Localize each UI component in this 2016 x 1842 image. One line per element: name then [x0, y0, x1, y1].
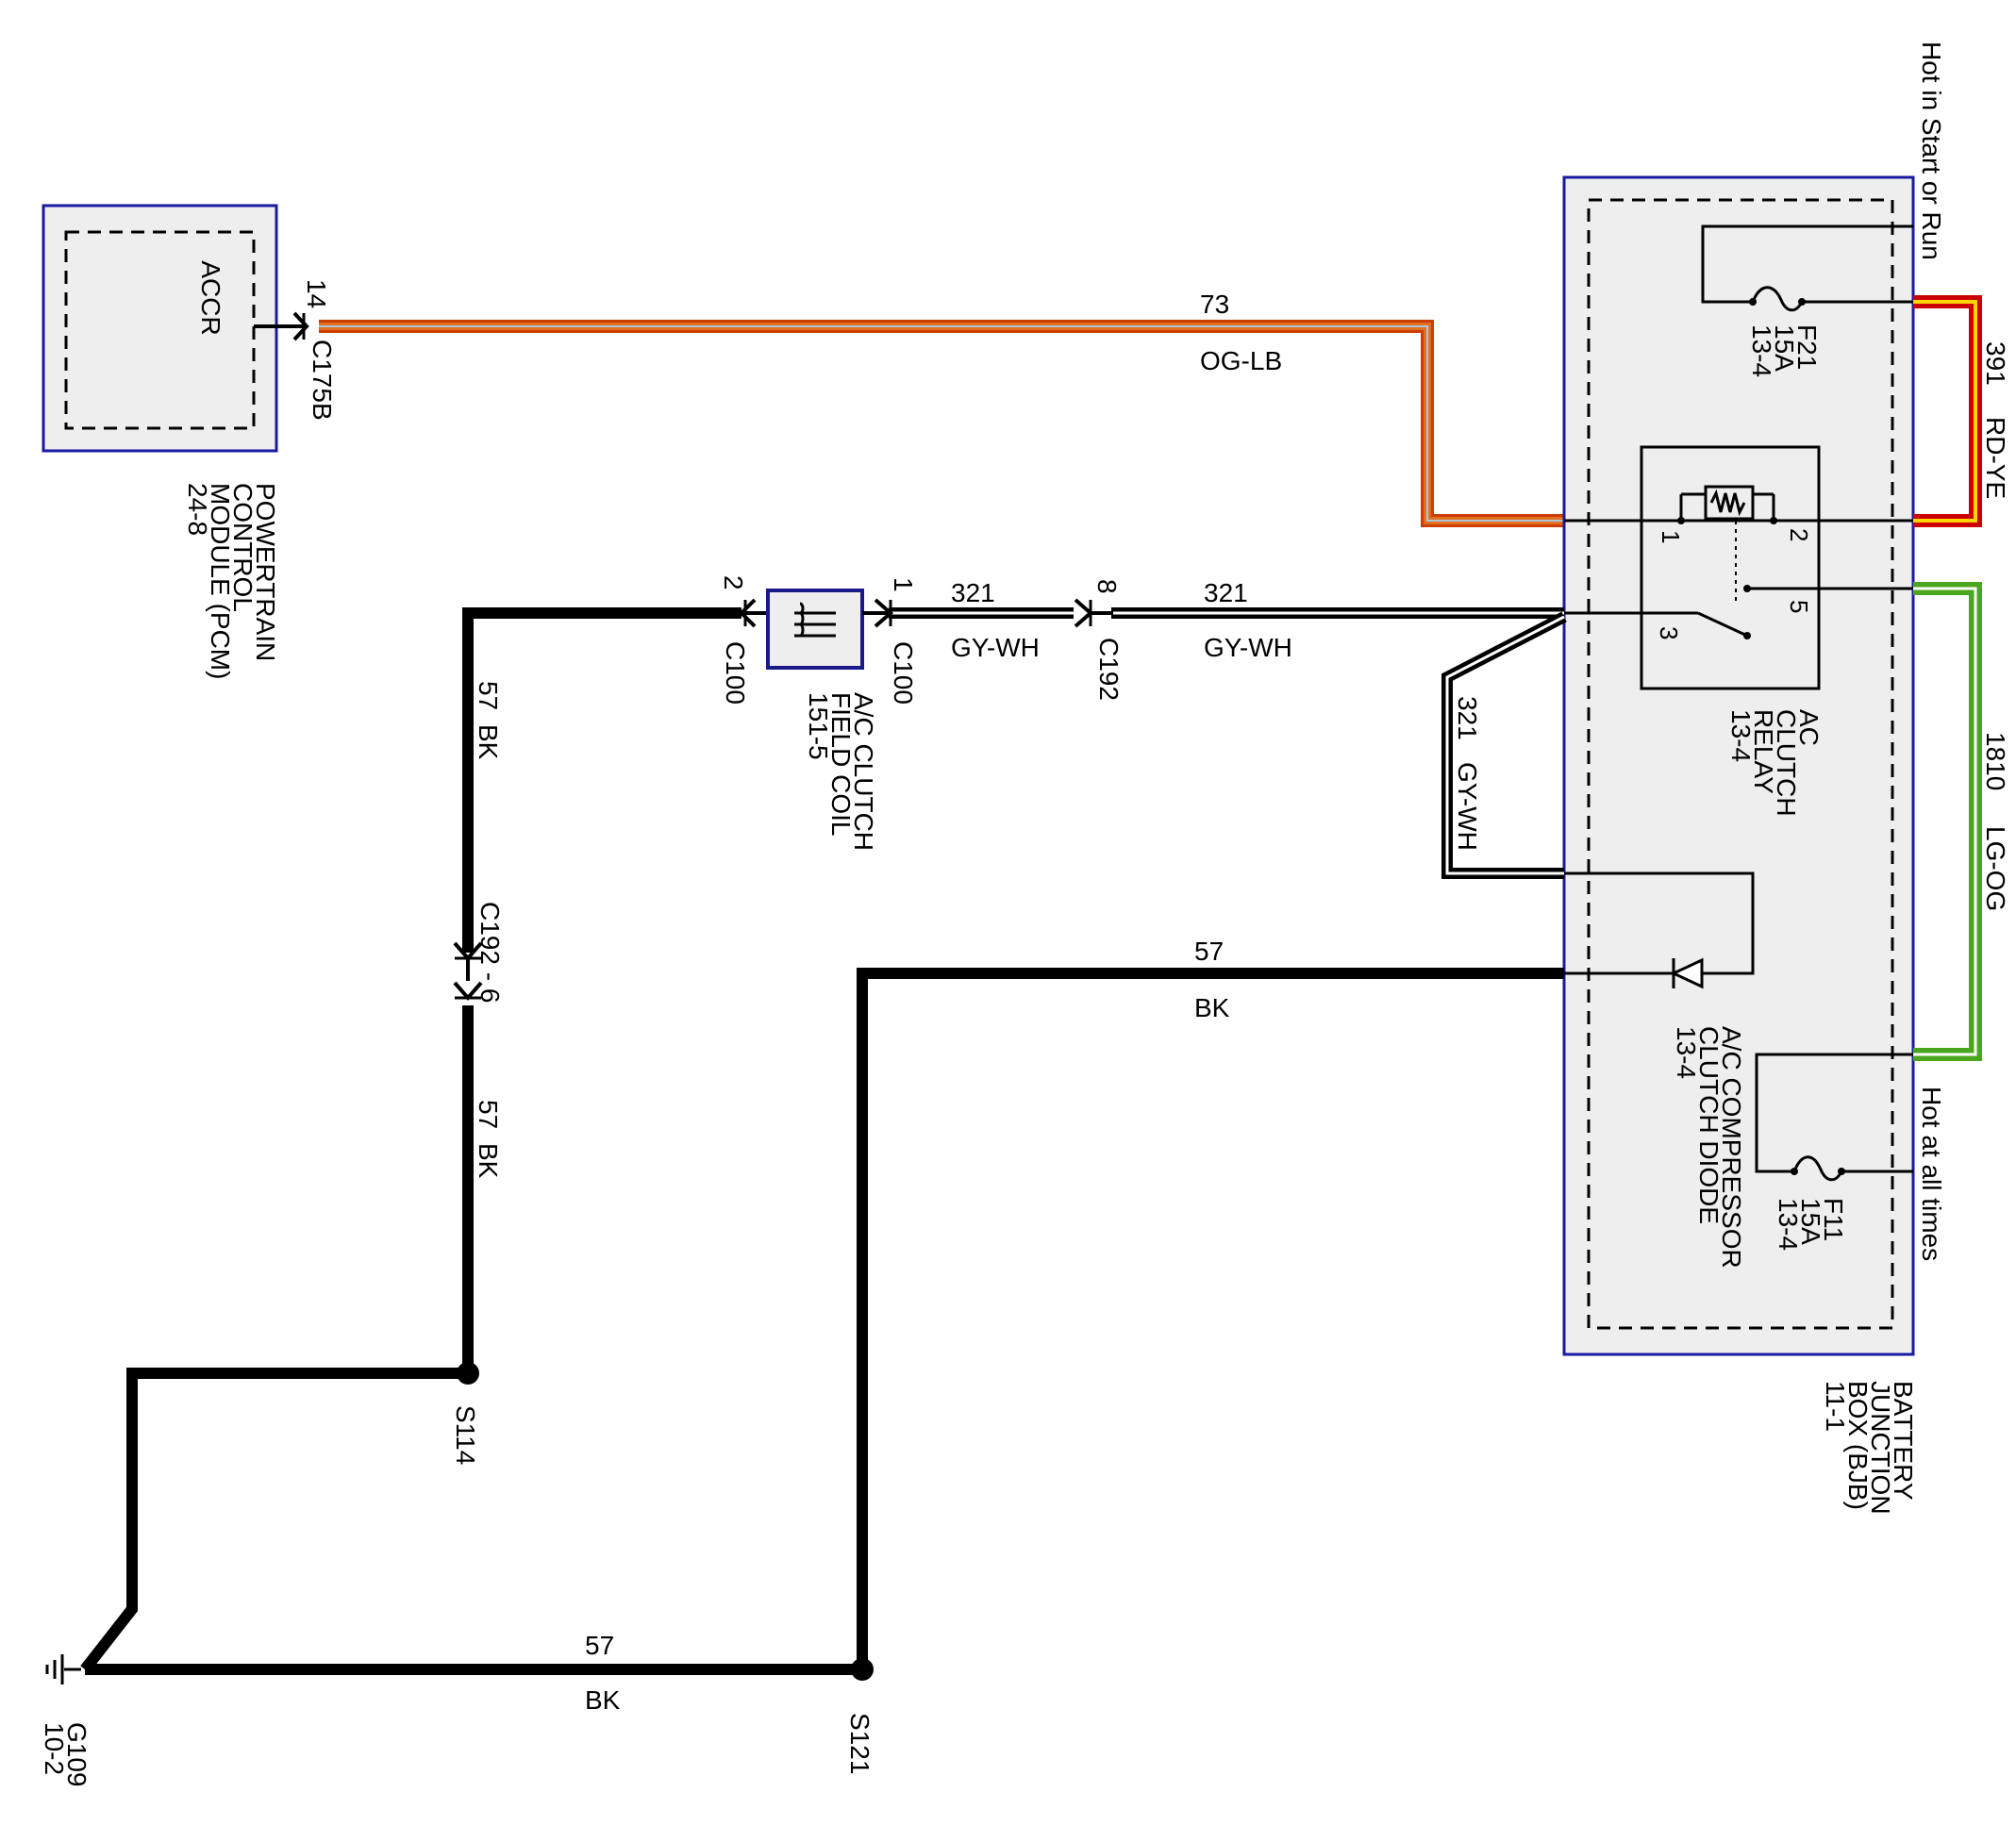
coil-name-label: A/C CLUTCH FIELD COIL 151-5 [804, 692, 878, 851]
svg-text:AC: AC [1794, 709, 1824, 746]
splice-s121 [851, 1658, 874, 1681]
splice-s114 [457, 1362, 479, 1385]
wire-321b-number: 321 [1204, 578, 1248, 607]
wire-57-left-bot-color: BK [474, 1143, 503, 1179]
ground-g109-label: G109 10-2 [40, 1722, 92, 1787]
svg-text:MODULE (PCM): MODULE (PCM) [206, 483, 235, 679]
svg-text:CONTROL: CONTROL [228, 483, 258, 612]
coil-conn-c100-left: C100 [721, 641, 750, 705]
c192-pin-8: 8 [1092, 579, 1122, 594]
wire-1810-color: LG-OG [1981, 826, 2010, 911]
svg-text:FIELD COIL: FIELD COIL [826, 692, 856, 836]
splice-s114-label: S114 [451, 1405, 480, 1465]
ac-clutch-relay [1564, 445, 1913, 690]
wire-57-mid-color: BK [1194, 993, 1230, 1022]
ac-compressor-clutch-diode [1564, 871, 1755, 989]
svg-text:G109: G109 [62, 1722, 92, 1787]
svg-text:10-2: 10-2 [40, 1722, 69, 1775]
svg-text:A/C CLUTCH: A/C CLUTCH [849, 692, 878, 851]
wire-1810-lg-og [1913, 582, 1982, 1061]
wire-321-gy-wh-diode [1441, 611, 1567, 879]
wire-57-bot-number: 57 [585, 1631, 614, 1660]
fuse-f11-label: F11 15A 13-4 [1774, 1198, 1848, 1251]
hot-start-run-label: Hot in Start or Run [1917, 41, 1946, 260]
coil-pin-1: 1 [889, 577, 918, 592]
wire-321b-color: GY-WH [1204, 633, 1292, 662]
wire-321a-color: GY-WH [951, 633, 1040, 662]
svg-text:13-4: 13-4 [1726, 709, 1756, 762]
svg-text:F21: F21 [1792, 324, 1822, 370]
wire-73-color: OG-LB [1200, 346, 1282, 375]
svg-text:11-1: 11-1 [1821, 1381, 1850, 1432]
wire-57-bk-middle [857, 968, 1564, 1669]
wire-57-mid-number: 57 [1194, 937, 1224, 966]
svg-text:A/C COMPRESSOR: A/C COMPRESSOR [1717, 1026, 1746, 1269]
svg-text:JUNCTION: JUNCTION [1866, 1381, 1895, 1515]
svg-text:13-4: 13-4 [1774, 1198, 1803, 1251]
relay-pin-3: 3 [1655, 626, 1683, 639]
svg-text:24-8: 24-8 [183, 483, 212, 536]
fuse-f21 [1701, 224, 1913, 312]
hot-all-times-label: Hot at all times [1917, 1087, 1946, 1261]
coil-conn-c100-right: C100 [889, 641, 918, 705]
fuse-f21-label: F21 15A 13-4 [1747, 324, 1822, 377]
svg-text:F11: F11 [1819, 1198, 1848, 1241]
wire-73-og-lb [319, 320, 1564, 527]
fuse-f11 [1755, 1053, 1913, 1182]
wire-57-bk-left [80, 607, 741, 1673]
svg-text:BATTERY: BATTERY [1889, 1381, 1918, 1501]
svg-text:RELAY: RELAY [1749, 709, 1778, 794]
relay-pin-2: 2 [1785, 528, 1813, 541]
svg-text:15A: 15A [1796, 1198, 1825, 1245]
coil-pin-2: 2 [719, 575, 748, 590]
diode-label: A/C COMPRESSOR CLUTCH DIODE 13-4 [1672, 1026, 1746, 1269]
wire-391-rd-ye [1913, 295, 1982, 527]
svg-text:BOX (BJB): BOX (BJB) [1843, 1381, 1873, 1510]
c192-label: C192 [1094, 638, 1124, 701]
battery-junction-box [1562, 175, 1915, 1356]
bjb-name-label: BATTERY JUNCTION BOX (BJB) 11-1 [1821, 1381, 1918, 1515]
ground-symbol [45, 1654, 81, 1684]
svg-text:CLUTCH DIODE: CLUTCH DIODE [1694, 1026, 1724, 1224]
connector-c192-6 [453, 941, 483, 1002]
wire-321a-number: 321 [951, 578, 995, 607]
relay-label: AC CLUTCH RELAY 13-4 [1726, 709, 1824, 817]
svg-text:13-4: 13-4 [1672, 1026, 1701, 1079]
wire-391-color: RD-YE [1981, 417, 2010, 499]
splice-s121-label: S121 [845, 1713, 875, 1774]
pcm-pin-14: 14 [302, 279, 331, 308]
wire-73-number: 73 [1200, 290, 1229, 319]
wire-57-bot-color: BK [585, 1685, 621, 1715]
wire-1810-number: 1810 [1981, 732, 2010, 790]
wire-57-left-top-color: BK [474, 724, 503, 760]
wire-321c-number: 321 [1453, 696, 1482, 740]
svg-text:13-4: 13-4 [1747, 324, 1776, 377]
relay-pin-5: 5 [1785, 600, 1813, 613]
connector-c175b-label: C175B [308, 340, 337, 421]
c192-6-label: C192 - 6 [475, 902, 505, 1003]
pcm-inner-label: ACCR [196, 260, 225, 335]
relay-pin-1: 1 [1657, 530, 1685, 543]
connector-c175b-symbol [292, 311, 309, 341]
pcm-module: ACCR POWERTRAIN CONTROL MODULE (PCM) 24-… [42, 204, 280, 679]
pcm-name-label: POWERTRAIN CONTROL MODULE (PCM) 24-8 [183, 483, 280, 679]
svg-text:151-5: 151-5 [804, 692, 833, 760]
svg-text:POWERTRAIN: POWERTRAIN [251, 483, 280, 661]
wire-321c-color: GY-WH [1453, 762, 1482, 851]
wire-57-left-top-number: 57 [474, 681, 503, 710]
ac-clutch-field-coil [739, 589, 894, 670]
wire-391-number: 391 [1981, 341, 2010, 386]
wire-57-left-bot-number: 57 [474, 1100, 503, 1129]
svg-text:CLUTCH: CLUTCH [1772, 709, 1801, 817]
svg-text:15A: 15A [1770, 324, 1799, 372]
connector-c192-pin8 [1074, 598, 1113, 628]
